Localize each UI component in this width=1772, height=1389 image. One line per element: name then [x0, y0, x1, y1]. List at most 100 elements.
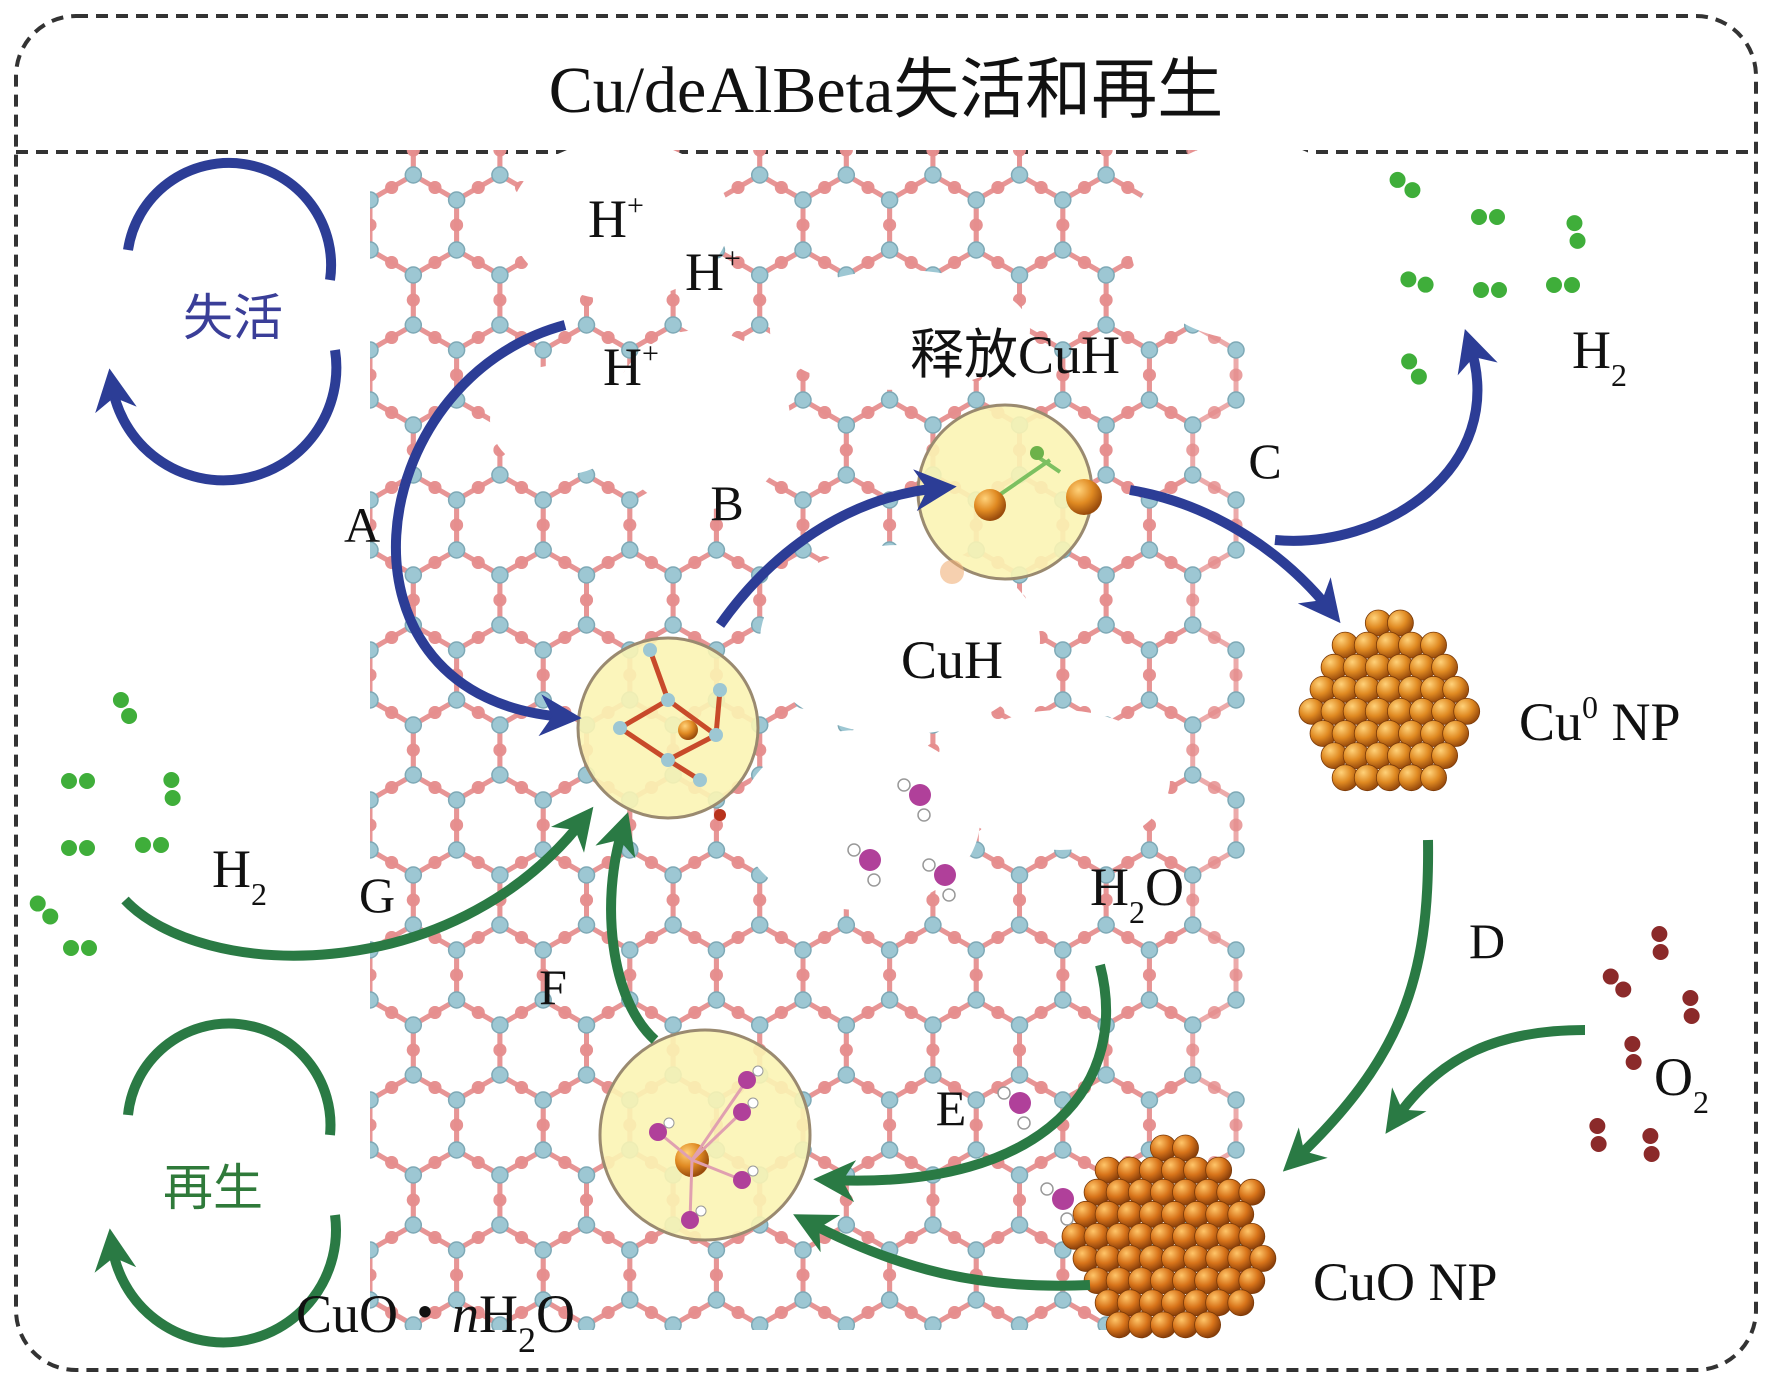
framework-oxygen: [255, 856, 268, 869]
water-oxygen: [1009, 1092, 1031, 1114]
framework-bond: [413, 100, 456, 125]
framework-bond: [327, 550, 370, 575]
framework-oxygen: [385, 1231, 398, 1244]
framework-silicon: [1185, 767, 1201, 783]
framework-silicon: [968, 242, 984, 258]
framework-oxygen: [299, 256, 312, 269]
framework-oxygen: [602, 481, 615, 494]
framework-oxygen: [342, 631, 355, 644]
framework-oxygen: [1165, 1081, 1178, 1094]
framework-silicon: [362, 792, 378, 808]
framework-silicon: [449, 492, 465, 508]
framework-oxygen: [948, 31, 961, 44]
framework-oxygen: [948, 1231, 961, 1244]
step-label-g: G: [359, 867, 395, 923]
framework-silicon: [275, 92, 291, 108]
framework-silicon: [405, 117, 421, 133]
framework-oxygen: [688, 556, 701, 569]
framework-oxygen: [1100, 294, 1113, 307]
framework-silicon: [1012, 267, 1028, 283]
framework-silicon: [665, 567, 681, 583]
framework-silicon: [1141, 642, 1157, 658]
framework-oxygen: [905, 1306, 918, 1319]
framework-oxygen: [537, 1119, 550, 1132]
framework-oxygen: [450, 369, 463, 382]
framework-bond: [976, 1375, 1019, 1385]
framework-oxygen: [342, 1231, 355, 1244]
framework-oxygen: [818, 1156, 831, 1169]
framework-silicon: [1055, 942, 1071, 958]
framework-oxygen: [472, 931, 485, 944]
framework-silicon: [1185, 717, 1201, 733]
framework-oxygen: [905, 31, 918, 44]
framework-silicon: [1141, 542, 1157, 558]
framework-oxygen: [991, 1006, 1004, 1019]
framework-silicon: [449, 192, 465, 208]
framework-oxygen: [861, 31, 874, 44]
framework-oxygen: [364, 69, 377, 82]
framework-oxygen: [991, 1231, 1004, 1244]
framework-oxygen: [818, 1006, 831, 1019]
framework-oxygen: [537, 819, 550, 832]
framework-oxygen: [1121, 406, 1134, 419]
hydrate-water-h: [696, 1206, 706, 1216]
framework-oxygen: [299, 406, 312, 419]
framework-silicon: [535, 492, 551, 508]
framework-silicon: [622, 942, 638, 958]
framework-silicon: [1098, 167, 1114, 183]
framework-silicon: [319, 567, 335, 583]
framework-oxygen: [775, 1381, 788, 1385]
step-label-e: E: [936, 1080, 967, 1136]
framework-oxygen: [1035, 931, 1048, 944]
regeneration-label: 再生: [163, 1160, 263, 1216]
framework-oxygen: [1121, 1381, 1134, 1385]
framework-oxygen: [472, 256, 485, 269]
framework-silicon: [579, 1167, 595, 1183]
framework-oxygen: [775, 256, 788, 269]
framework-oxygen: [645, 856, 658, 869]
framework-oxygen: [407, 1344, 420, 1357]
h2-molecule: [113, 692, 129, 708]
framework-oxygen: [255, 1231, 268, 1244]
framework-silicon: [492, 867, 508, 883]
framework-bond: [327, 550, 370, 575]
framework-oxygen: [688, 1381, 701, 1385]
framework-oxygen: [1143, 669, 1156, 682]
framework-silicon: [579, 1067, 595, 1083]
framework-oxygen: [623, 519, 636, 532]
framework-bond: [500, 100, 543, 125]
framework-oxygen: [407, 1044, 420, 1057]
framework-bond: [240, 1300, 283, 1325]
framework-silicon: [1228, 692, 1244, 708]
framework-oxygen: [558, 631, 571, 644]
framework-oxygen: [645, 1381, 658, 1385]
framework-oxygen: [342, 181, 355, 194]
framework-oxygen: [342, 1006, 355, 1019]
framework-oxygen: [255, 781, 268, 794]
framework-oxygen: [493, 1194, 506, 1207]
framework-oxygen: [1165, 1006, 1178, 1019]
framework-oxygen: [926, 1344, 939, 1357]
framework-silicon: [449, 642, 465, 658]
framework-oxygen: [753, 1344, 766, 1357]
h2-molecule: [1566, 215, 1582, 231]
framework-bond: [283, 700, 326, 725]
framework-oxygen: [472, 106, 485, 119]
framework-oxygen: [342, 1231, 355, 1244]
framework-silicon: [232, 1317, 248, 1333]
framework-oxygen: [342, 331, 355, 344]
framework-bond: [327, 1375, 370, 1385]
framework-silicon: [319, 317, 335, 333]
water-hydrogen: [918, 809, 930, 821]
framework-oxygen: [277, 669, 290, 682]
framework-silicon: [275, 842, 291, 858]
h2-molecules-top: [1390, 172, 1586, 385]
framework-oxygen: [299, 1081, 312, 1094]
release-cuh-label: 释放CuH: [910, 325, 1120, 385]
framework-silicon: [449, 42, 465, 58]
framework-oxygen: [472, 1381, 485, 1385]
framework-oxygen: [1035, 856, 1048, 869]
framework-oxygen: [299, 556, 312, 569]
framework-oxygen: [364, 69, 377, 82]
step-label-a: A: [344, 497, 380, 553]
